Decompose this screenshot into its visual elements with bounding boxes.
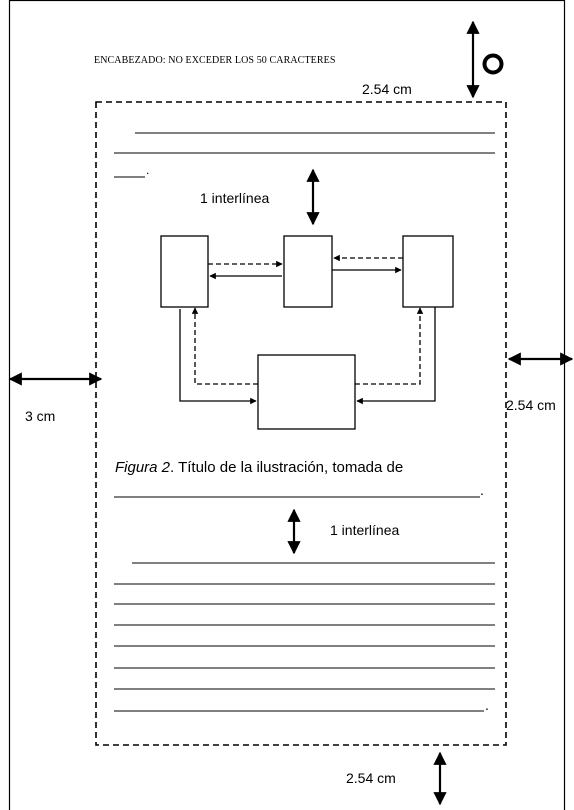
text-area-dashed-border <box>95 101 507 746</box>
figure-caption-title: . Título de la ilustración, tomada de <box>170 459 404 476</box>
page-number-circle <box>482 53 504 75</box>
page-border <box>8 0 566 810</box>
flow-diagram <box>160 235 454 430</box>
diagram-box-bottom <box>257 354 356 430</box>
bottom-margin-label: 2.54 cm <box>346 770 396 786</box>
first-paragraph-period: . <box>146 163 150 177</box>
second-paragraph-period: . <box>485 697 489 713</box>
figure-caption: Figura 2. Título de la ilustración, toma… <box>115 459 403 476</box>
diagram-box-middle <box>283 235 333 308</box>
diagram-box-right <box>402 235 454 308</box>
second-paragraph-lines <box>114 562 495 712</box>
diagram-box-left <box>160 235 209 308</box>
interline-label-bottom: 1 interlínea <box>330 522 400 538</box>
right-margin-label: 2.54 cm <box>506 397 556 413</box>
running-header: ENCABEZADO: NO EXCEDER LOS 50 CARACTERES <box>94 55 336 66</box>
left-margin-label: 3 cm <box>25 408 56 424</box>
top-margin-label: 2.54 cm <box>362 81 412 97</box>
figure-caption-label: Figura 2 <box>115 459 171 476</box>
figure-caption-line2-end: . <box>480 482 484 498</box>
diagram-connectors <box>179 254 436 405</box>
first-paragraph-lines <box>114 132 495 178</box>
interline-label-top: 1 interlínea <box>200 190 270 206</box>
